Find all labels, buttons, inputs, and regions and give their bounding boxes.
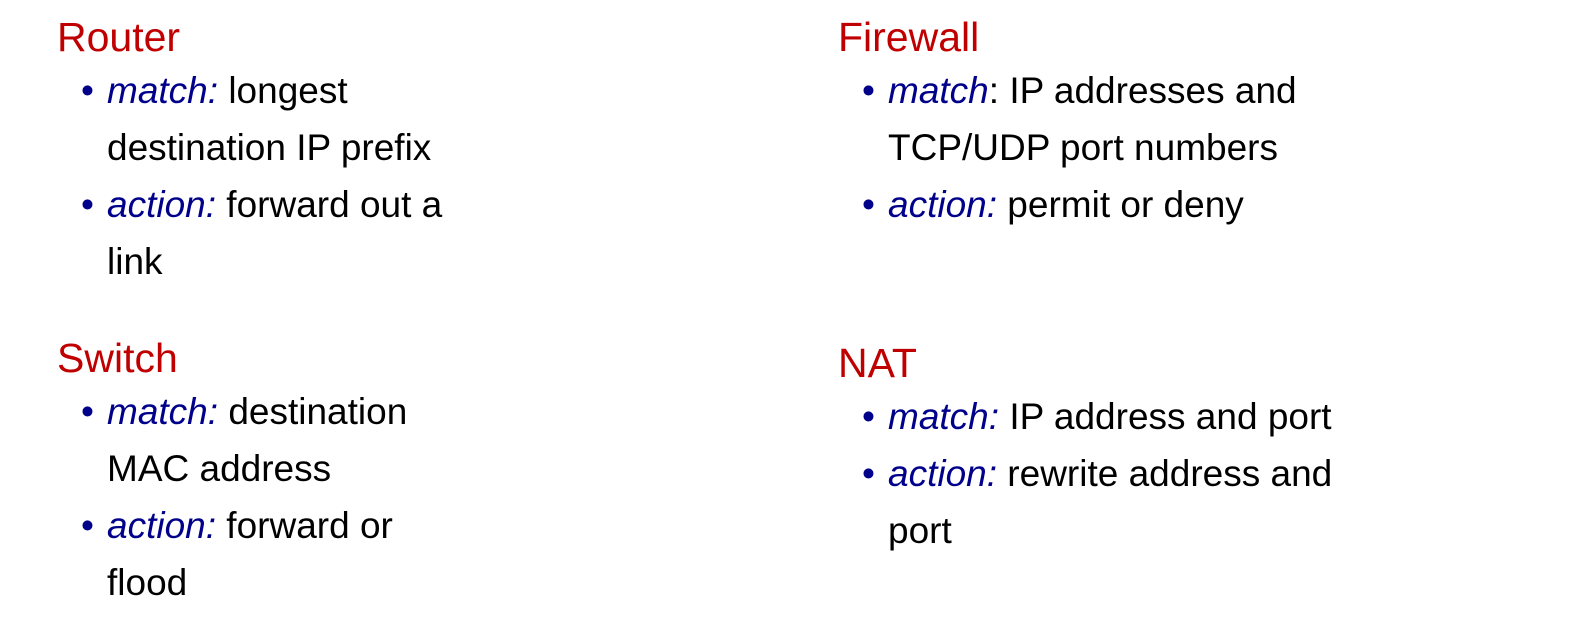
bullet-point-icon: •: [862, 396, 875, 437]
bullet-description: destination MAC address: [107, 391, 408, 489]
list-item: • action: rewrite address and port: [838, 445, 1368, 559]
bullet-term: action:: [888, 184, 998, 225]
section-switch: Switch • match: destination MAC address •…: [57, 333, 457, 611]
bullet-description: IP address and port: [999, 396, 1332, 437]
bullet-description: : IP addresses and TCP/UDP port numbers: [888, 70, 1297, 168]
section-heading-switch: Switch: [57, 335, 178, 381]
list-item: • match: IP address and port: [838, 388, 1368, 445]
bullet-list-firewall: • match: IP addresses and TCP/UDP port nu…: [838, 62, 1343, 233]
list-item: • match: destination MAC address: [57, 383, 457, 497]
bullet-term: match:: [888, 396, 1000, 437]
bullet-point-icon: •: [862, 453, 875, 494]
bullet-list-switch: • match: destination MAC address • action:…: [57, 383, 457, 611]
section-heading-nat: NAT: [838, 340, 917, 386]
bullet-description: forward out a link: [107, 184, 443, 282]
bullet-description: permit or deny: [997, 184, 1244, 225]
list-item: • action: permit or deny: [838, 176, 1343, 233]
section-heading-firewall: Firewall: [838, 14, 980, 60]
section-heading-router: Router: [57, 14, 181, 60]
list-item: • match: longest destination IP prefix: [57, 62, 457, 176]
list-item: • match: IP addresses and TCP/UDP port nu…: [838, 62, 1343, 176]
list-item: • action: forward out a link: [57, 176, 457, 290]
bullet-description: longest destination IP prefix: [107, 70, 432, 168]
bullet-point-icon: •: [81, 184, 94, 225]
bullet-description: rewrite address and port: [888, 453, 1333, 551]
bullet-description: forward or flood: [107, 505, 393, 603]
section-firewall: Firewall • match: IP addresses and TCP/UD…: [838, 12, 1343, 233]
list-item: • action: forward or flood: [57, 497, 457, 611]
bullet-term: action:: [888, 453, 998, 494]
section-nat: NAT • match: IP address and port • action:…: [838, 338, 1368, 559]
bullet-point-icon: •: [81, 505, 94, 546]
bullet-term: match:: [107, 70, 219, 111]
bullet-point-icon: •: [81, 70, 94, 111]
bullet-point-icon: •: [81, 391, 94, 432]
bullet-list-router: • match: longest destination IP prefix • a…: [57, 62, 457, 290]
bullet-list-nat: • match: IP address and port • action: rew…: [838, 388, 1368, 559]
bullet-term: action:: [107, 505, 217, 546]
bullet-term: match: [888, 70, 989, 111]
section-router: Router • match: longest destination IP pr…: [57, 12, 457, 290]
bullet-term: action:: [107, 184, 217, 225]
bullet-term: match:: [107, 391, 219, 432]
bullet-point-icon: •: [862, 184, 875, 225]
bullet-point-icon: •: [862, 70, 875, 111]
